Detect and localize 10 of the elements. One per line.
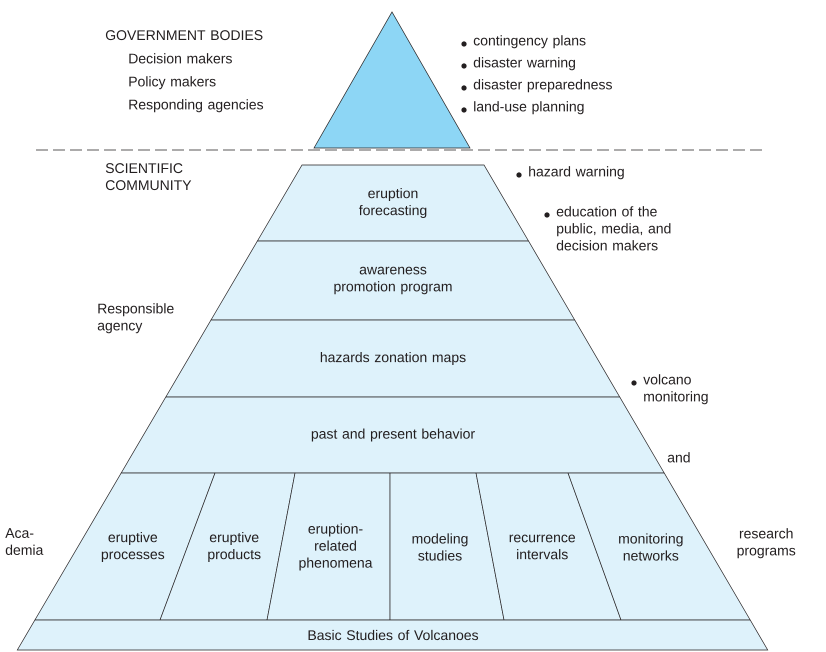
annotation-text: Responding agencies <box>129 99 264 112</box>
pyramid-band: modeling studies <box>390 472 504 620</box>
annotation-text: SCIENTIFIC COMMUNITY <box>106 163 192 190</box>
annotation-text: and <box>668 452 690 462</box>
pyramid-band: eruption- related phenomena <box>266 472 390 620</box>
annotation-text: GOVERNMENT BODIES <box>106 30 262 40</box>
annotation-text: Policy makers <box>129 76 216 90</box>
annotation-text: Decision makers <box>129 53 232 64</box>
pyramid-band: hazards zonation maps <box>165 320 620 398</box>
pyramid-band: Basic Studies of Volcanoes <box>16 620 768 650</box>
